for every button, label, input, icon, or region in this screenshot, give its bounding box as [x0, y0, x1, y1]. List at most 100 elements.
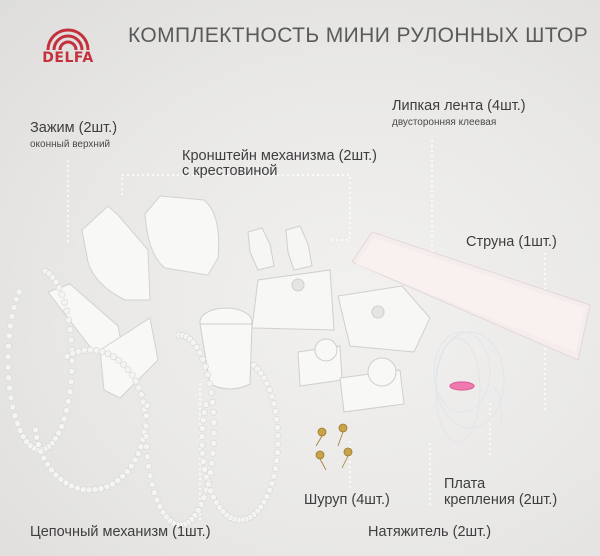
chain-bead — [201, 363, 209, 370]
chain-bead — [12, 295, 20, 303]
plate-label-line2: крепления (2шт.) — [444, 492, 558, 508]
chain-bead — [135, 384, 143, 392]
chain-bead — [159, 508, 167, 516]
chain-bead — [200, 494, 208, 501]
chain-bead — [6, 384, 14, 392]
chain-bead — [127, 462, 135, 470]
chain-bead — [273, 457, 281, 464]
chain-bead — [55, 284, 63, 292]
chain-bead — [209, 408, 217, 416]
chain-bead — [104, 350, 112, 358]
chain-bead — [115, 356, 123, 364]
chain-bead — [193, 343, 201, 351]
chain-bead — [257, 369, 265, 377]
chain-bead — [260, 498, 268, 506]
chain-bead — [198, 441, 206, 449]
chain-bead — [69, 350, 77, 357]
chain-bead — [73, 484, 81, 492]
chain-bead — [146, 472, 154, 480]
chain-bead — [66, 388, 74, 396]
chain-bead — [114, 477, 122, 484]
chain-bead — [75, 348, 82, 355]
chain-bead — [142, 432, 150, 440]
chain-bead — [9, 403, 17, 411]
chain-bead — [270, 400, 278, 408]
chain-bead — [98, 348, 106, 356]
chain-bead — [49, 273, 56, 281]
chain-bead — [132, 377, 140, 385]
chain-bead — [128, 371, 136, 379]
chain-bead — [204, 371, 211, 379]
screws — [315, 423, 353, 471]
chain-bead — [272, 465, 279, 472]
chain-bead — [13, 420, 21, 427]
bracket-label-line2: с крестовиной — [182, 163, 278, 179]
bead-chain — [4, 267, 282, 529]
chain-bead — [63, 307, 71, 315]
chain-bead — [206, 469, 214, 476]
chain-bead — [68, 357, 76, 365]
chain-bead — [119, 472, 127, 480]
chain-bead — [67, 336, 75, 344]
chain-bead — [103, 483, 111, 491]
string-label: Струна (1шт.) — [466, 234, 557, 250]
chain-bead — [197, 500, 205, 508]
chain-bead — [270, 472, 278, 480]
chain-bead — [274, 440, 282, 448]
chain-bead — [209, 493, 217, 501]
chain-bead — [65, 316, 73, 324]
chain-bead — [196, 349, 204, 357]
chain-bead — [274, 449, 281, 456]
bracket-parts — [247, 225, 313, 271]
chain-bead — [137, 443, 145, 451]
delfa-logo-icon — [46, 28, 90, 51]
chain-bead — [274, 424, 281, 431]
chain-bead — [5, 374, 13, 382]
chain-bead — [52, 471, 60, 479]
chain-bead — [37, 448, 45, 455]
chain-bead — [260, 374, 268, 382]
chain-bead — [58, 422, 65, 430]
chain-bead — [55, 429, 63, 437]
chain-bead — [210, 419, 218, 426]
chain-bead — [145, 462, 152, 470]
screw-label: Шуруп (4шт.) — [304, 492, 390, 508]
chain-bead — [198, 424, 206, 432]
chain-bead — [61, 298, 68, 306]
chain-bead — [142, 412, 150, 420]
chain-bead — [209, 398, 216, 406]
chain-bead — [4, 363, 12, 371]
chain-bead — [202, 401, 210, 408]
chain-bead — [266, 486, 273, 494]
chain-bead — [212, 499, 220, 506]
chain-bead — [201, 465, 209, 473]
chain-bead — [134, 450, 142, 457]
chain-bead — [210, 429, 218, 437]
chain-bead — [58, 291, 66, 298]
chain-bead — [11, 412, 19, 420]
chain-bead — [35, 441, 42, 448]
chain-bead — [199, 458, 207, 465]
chain-bead — [263, 492, 271, 500]
chain-bead — [63, 407, 70, 414]
chain-bead — [209, 449, 217, 457]
chain-bead — [5, 332, 13, 340]
chain-bead — [97, 485, 105, 492]
chain-bead — [44, 460, 51, 468]
chain-bead — [6, 322, 14, 330]
chain-bead — [199, 355, 207, 363]
clamp-note: оконный верхний — [30, 139, 111, 150]
chain-bead — [15, 288, 23, 296]
chain-bead — [274, 432, 282, 440]
chain-bead — [142, 422, 150, 430]
chain-bead — [86, 346, 94, 354]
tensioner-label: Натяжитель (2шт.) — [368, 524, 492, 540]
chain-bead — [40, 454, 48, 462]
chain-bead — [92, 347, 100, 354]
chain-bead — [268, 479, 276, 487]
tensioners — [297, 338, 405, 413]
mounting-plates — [251, 269, 431, 353]
tape-label: Липкая лента (4шт.) — [392, 98, 526, 114]
chain-bead — [65, 397, 72, 405]
chain-bead — [68, 482, 75, 490]
